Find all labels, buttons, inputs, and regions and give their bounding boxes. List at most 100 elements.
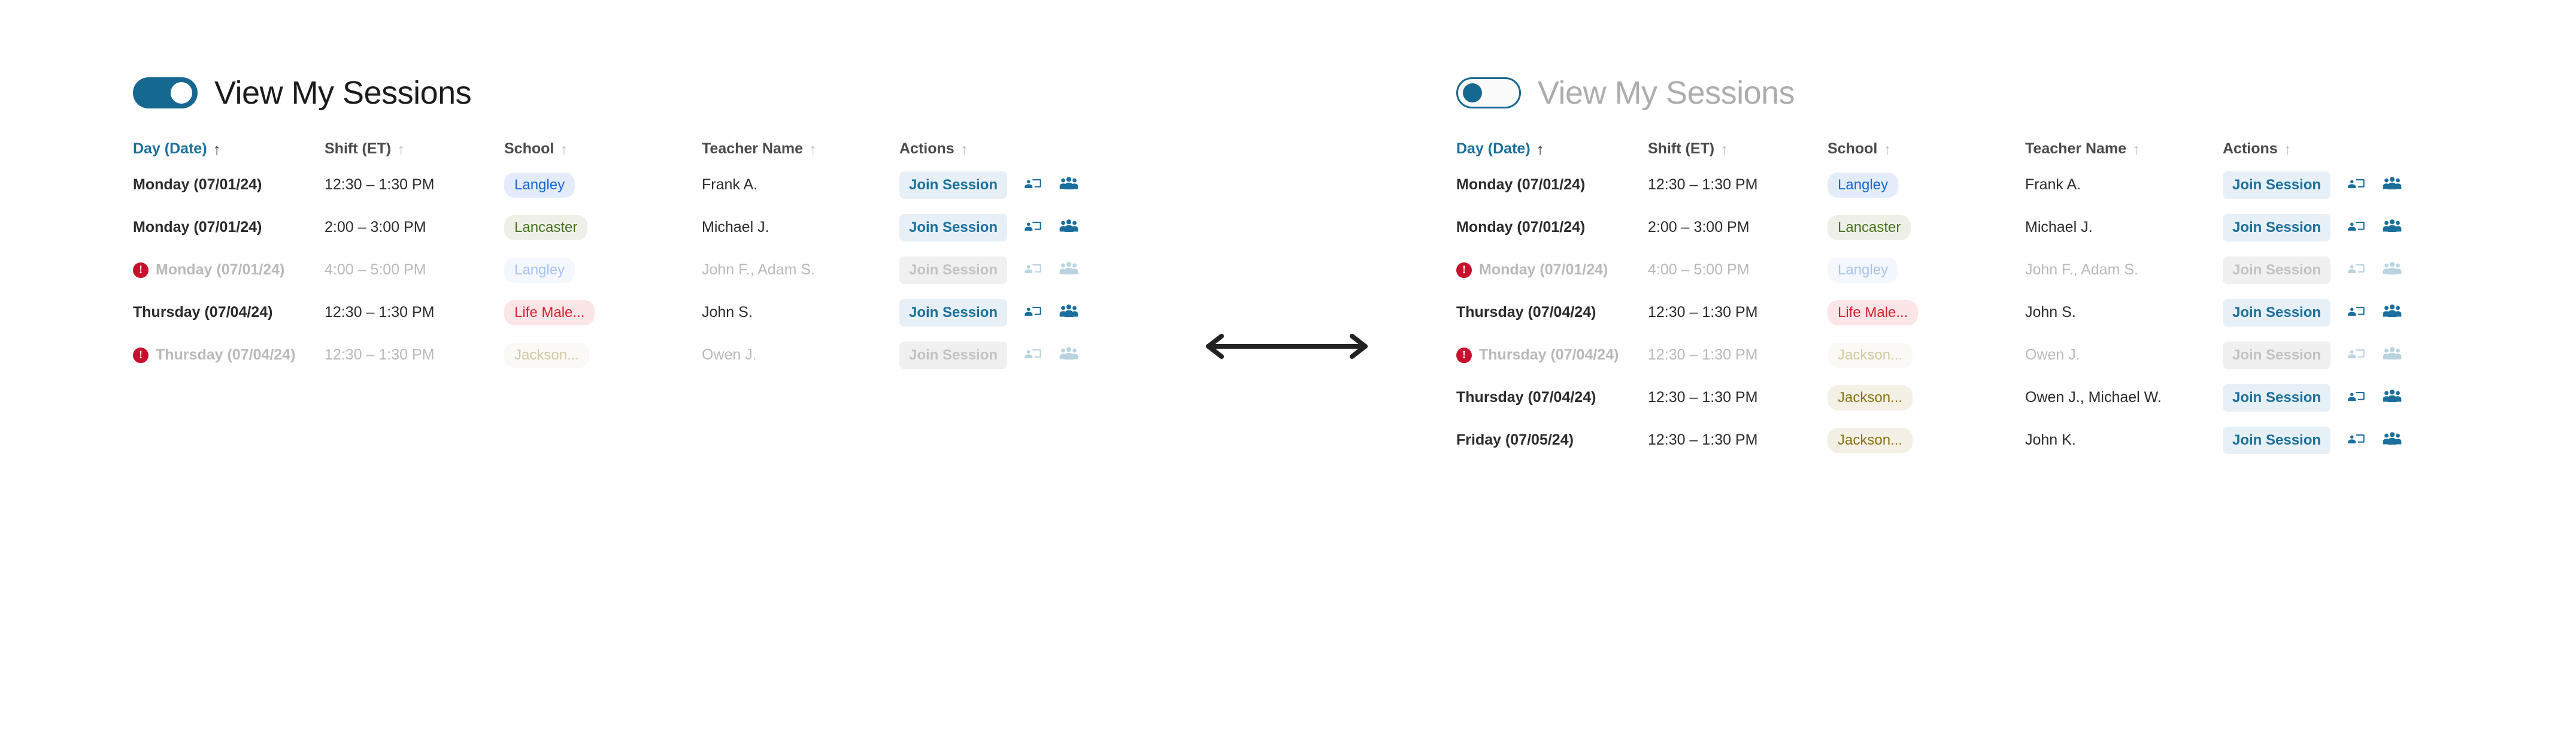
column-header-sort-target[interactable]: Actions ↑: [2223, 140, 2292, 158]
cell-day: Monday (07/01/24): [133, 164, 325, 206]
day-date-text: Thursday (07/04/24): [1456, 304, 1596, 321]
column-header-sort-target[interactable]: School↑: [504, 140, 568, 158]
column-header-shift[interactable]: Shift (ET)↑: [325, 140, 504, 164]
join-session-button[interactable]: Join Session: [2223, 426, 2331, 454]
arrow-up-icon[interactable]: ↑: [809, 140, 817, 158]
arrow-up-icon[interactable]: ↑: [1720, 140, 1729, 158]
column-header-day[interactable]: Day (Date)↑: [133, 140, 325, 164]
present-to-screen-icon[interactable]: [1023, 303, 1043, 323]
column-header-day[interactable]: Day (Date)↑: [1456, 140, 1648, 164]
cell-shift: 4:00 – 5:00 PM: [325, 261, 426, 278]
cell-actions: Join Session: [2223, 249, 2486, 291]
column-header-sort-target[interactable]: Teacher Name ↑: [702, 140, 817, 158]
people-group-icon[interactable]: [1059, 303, 1079, 323]
join-session-button[interactable]: Join Session: [899, 213, 1008, 241]
arrow-up-icon[interactable]: ↑: [560, 140, 568, 158]
present-to-screen-icon[interactable]: [1023, 175, 1043, 195]
people-group-icon[interactable]: [2382, 218, 2402, 238]
people-group-icon[interactable]: [2382, 430, 2402, 451]
people-group-icon[interactable]: [2382, 388, 2402, 408]
people-group-icon[interactable]: [1059, 218, 1079, 238]
alert-exclamation-icon: !: [133, 347, 149, 363]
present-to-screen-icon[interactable]: [2346, 218, 2366, 238]
view-my-sessions-toggle[interactable]: [133, 77, 198, 108]
column-header-sort-target[interactable]: Actions↑: [899, 140, 968, 158]
day-date-text: Monday (07/01/24): [1456, 219, 1586, 235]
arrow-up-icon[interactable]: ↑: [1883, 140, 1892, 158]
day-date-text: Thursday (07/04/24): [1456, 389, 1596, 406]
cell-teacher-name: John F., Adam S.: [702, 261, 815, 278]
column-header-teacher[interactable]: Teacher Name ↑: [702, 140, 899, 164]
cell-shift: 12:30 – 1:30 PM: [325, 346, 435, 363]
join-session-button[interactable]: Join Session: [899, 298, 1008, 327]
cell-actions: Join Session: [899, 206, 1163, 249]
cell-shift: 4:00 – 5:00 PM: [1648, 261, 1750, 278]
present-to-screen-icon[interactable]: [2346, 430, 2366, 451]
column-header-sort-target[interactable]: Shift (ET)↑: [325, 140, 405, 158]
day-date-text: Monday (07/01/24): [133, 219, 262, 235]
arrow-up-icon[interactable]: ↑: [1536, 140, 1544, 158]
join-session-button[interactable]: Join Session: [2223, 383, 2331, 412]
column-header-label: Shift (ET): [1648, 140, 1715, 157]
join-session-button: Join Session: [899, 256, 1008, 284]
arrow-up-icon[interactable]: ↑: [213, 140, 221, 158]
column-header-school[interactable]: School↑: [504, 140, 702, 164]
cell-actions: Join Session: [2223, 291, 2486, 334]
cell-day: !Monday (07/01/24): [1456, 249, 1648, 291]
cell-actions: Join Session: [899, 334, 1163, 376]
column-header-actions[interactable]: Actions↑: [899, 140, 1163, 164]
day-date-text: Thursday (07/04/24): [1479, 346, 1619, 363]
cell-school: Langley: [504, 249, 702, 291]
cell-school: Lancaster: [504, 206, 702, 249]
arrow-up-icon[interactable]: ↑: [960, 140, 968, 158]
present-to-screen-icon[interactable]: [2346, 388, 2366, 408]
column-header-label: Teacher Name: [702, 140, 804, 157]
column-header-sort-target[interactable]: Teacher Name↑: [2025, 140, 2140, 158]
arrow-up-icon[interactable]: ↑: [397, 140, 405, 158]
view-my-sessions-header-left: View My Sessions: [133, 72, 1163, 114]
double-headed-arrow-icon: [1200, 333, 1374, 360]
day-date-text: Thursday (07/04/24): [133, 304, 273, 321]
school-badge: Lancaster: [504, 215, 588, 240]
arrow-up-icon[interactable]: ↑: [2283, 140, 2292, 158]
column-header-shift[interactable]: Shift (ET) ↑: [1648, 140, 1828, 164]
school-badge: Langley: [504, 257, 575, 283]
join-session-button: Join Session: [2223, 256, 2331, 284]
column-header-label: Actions: [2223, 140, 2278, 157]
column-header-actions[interactable]: Actions ↑: [2223, 140, 2486, 164]
cell-day: Thursday (07/04/24): [133, 291, 325, 334]
people-group-icon[interactable]: [2382, 175, 2402, 195]
cell-shift: 12:30 – 1:30 PM: [1648, 431, 1758, 448]
present-to-screen-icon[interactable]: [2346, 175, 2366, 195]
join-session-button[interactable]: Join Session: [2223, 213, 2331, 241]
people-group-icon[interactable]: [2382, 303, 2402, 323]
school-badge: Life Male...: [504, 300, 595, 325]
cell-day: Thursday (07/04/24): [1456, 291, 1648, 334]
cell-teacher-name: John K.: [2025, 431, 2076, 448]
join-session-button[interactable]: Join Session: [2223, 298, 2331, 327]
people-group-icon[interactable]: [1059, 175, 1079, 195]
people-group-icon: [1059, 345, 1079, 366]
school-badge: Jackson...: [1828, 342, 1913, 368]
cell-actions: Join Session: [2223, 376, 2486, 419]
column-header-sort-target[interactable]: Shift (ET) ↑: [1648, 140, 1728, 158]
column-header-teacher[interactable]: Teacher Name↑: [2025, 140, 2223, 164]
join-session-button[interactable]: Join Session: [2223, 171, 2331, 199]
present-to-screen-icon[interactable]: [1023, 218, 1043, 238]
column-header-school[interactable]: School↑: [1828, 140, 2025, 164]
cell-school: Jackson...: [1828, 376, 2025, 419]
join-session-button[interactable]: Join Session: [899, 171, 1008, 199]
cell-day: Friday (07/05/24): [1456, 419, 1648, 461]
view-my-sessions-toggle[interactable]: [1456, 77, 1521, 108]
column-header-sort-target[interactable]: Day (Date)↑: [1456, 140, 1544, 158]
column-header-sort-target[interactable]: School↑: [1828, 140, 1891, 158]
arrow-up-icon[interactable]: ↑: [2132, 140, 2141, 158]
column-header-sort-target[interactable]: Day (Date)↑: [133, 140, 221, 158]
cell-shift: 12:30 – 1:30 PM: [1648, 304, 1758, 321]
present-to-screen-icon[interactable]: [2346, 303, 2366, 323]
